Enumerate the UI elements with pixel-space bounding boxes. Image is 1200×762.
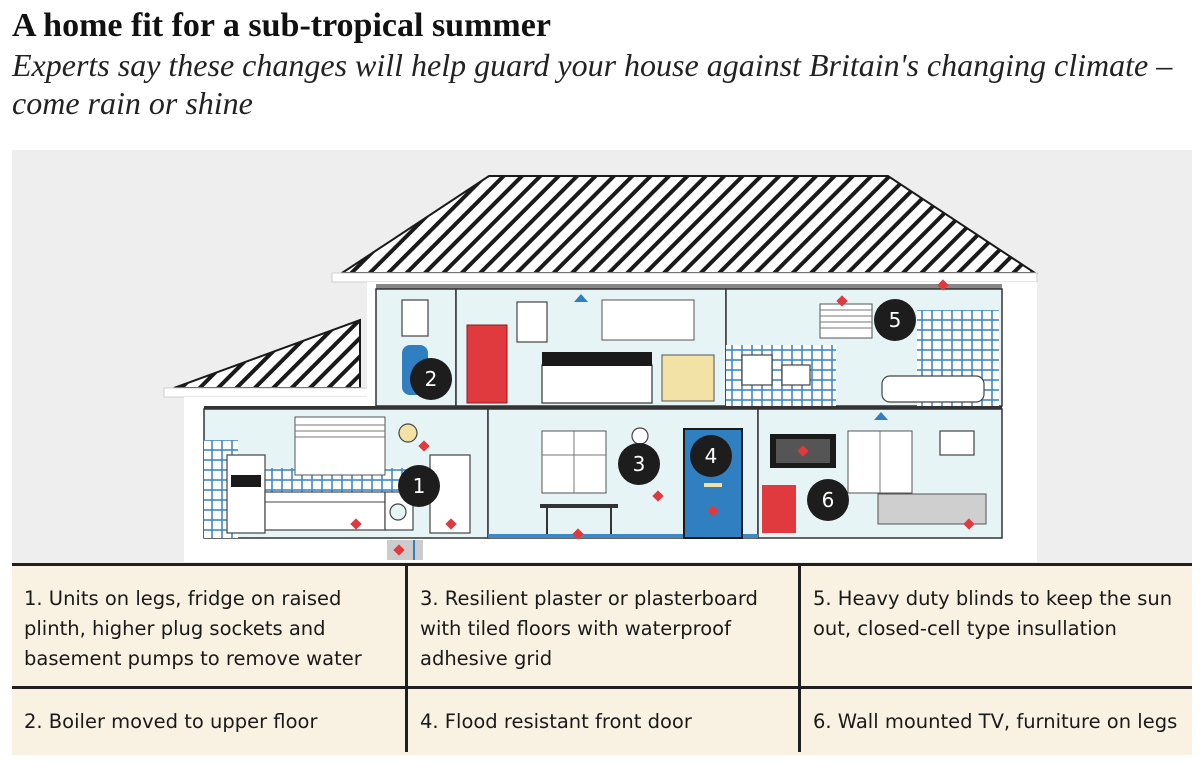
side-roof-eaves — [163, 387, 375, 398]
page-subtitle: Experts say these changes will help guar… — [12, 47, 1173, 121]
living-lamp — [874, 412, 888, 420]
legend-divider-1 — [405, 566, 408, 752]
kitchen-clock — [398, 423, 418, 443]
bedroom-window — [601, 299, 695, 341]
basement-pump — [387, 540, 423, 560]
sofa — [877, 493, 987, 525]
boiler-unit — [401, 299, 429, 337]
dining-table — [540, 504, 618, 508]
marker-6-label: 6 — [822, 488, 835, 512]
bathtub — [881, 375, 985, 403]
bathroom-window — [819, 303, 873, 339]
wardrobe — [466, 324, 508, 404]
legend-table: 1. Units on legs, fridge on raised plint… — [12, 563, 1192, 755]
bedroom-mirror — [516, 301, 548, 343]
legend-item-2: 2. Boiler moved to upper floor — [24, 710, 318, 733]
toilet — [741, 354, 773, 386]
legend-item-4: 4. Flood resistant front door — [420, 710, 692, 733]
bedroom-lamp — [574, 294, 588, 302]
marker-5-label: 5 — [889, 308, 902, 332]
house-illustration: 1 2 3 4 5 6 — [12, 150, 1192, 563]
dining-clock — [631, 427, 649, 445]
main-roof-eaves — [331, 272, 1038, 283]
chest-of-drawers — [661, 354, 715, 402]
header: A home fit for a sub-tropical summer Exp… — [12, 6, 1192, 122]
legend-item-5: 5. Heavy duty blinds to keep the sun out… — [813, 587, 1173, 640]
legend-item-6: 6. Wall mounted TV, furniture on legs — [813, 710, 1178, 733]
wall-picture — [939, 430, 975, 456]
legend-item-1: 1. Units on legs, fridge on raised plint… — [24, 587, 362, 670]
attic-insulation — [376, 284, 1002, 289]
marker-2: 2 — [410, 358, 452, 400]
red-diamonds — [350, 279, 975, 556]
floor-divider — [204, 406, 1002, 409]
marker-3: 3 — [618, 443, 660, 485]
kitchen-units — [264, 491, 386, 531]
marker-1-label: 1 — [413, 474, 426, 498]
marker-5: 5 — [874, 299, 916, 341]
marker-1: 1 — [398, 465, 440, 507]
sink — [781, 364, 811, 386]
legend-item-3: 3. Resilient plaster or plasterboard wit… — [420, 587, 758, 670]
oven-unit — [226, 454, 266, 534]
legend-row-divider — [12, 686, 1192, 689]
page-title: A home fit for a sub-tropical summer — [12, 7, 551, 44]
kitchen-window — [294, 416, 386, 476]
armchair — [762, 485, 796, 533]
bed — [541, 364, 653, 404]
marker-4-label: 4 — [705, 444, 718, 468]
marker-4: 4 — [690, 435, 732, 477]
marker-2-label: 2 — [425, 367, 438, 391]
tiled-floor — [488, 534, 758, 538]
oven — [231, 475, 261, 487]
legend-divider-2 — [798, 566, 801, 752]
marker-3-label: 3 — [633, 452, 646, 476]
marker-6: 6 — [807, 479, 849, 521]
right-wall-edge — [1015, 282, 1037, 562]
